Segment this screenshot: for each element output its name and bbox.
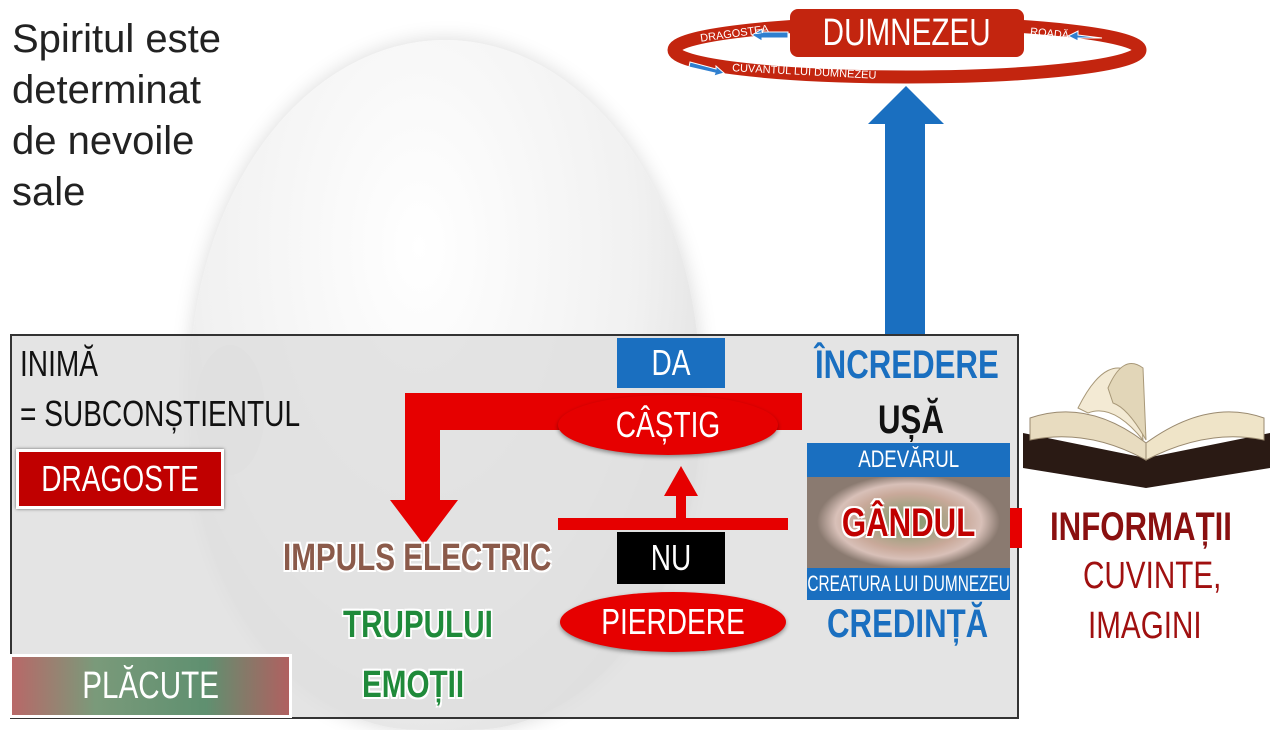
emotions-label: EMOȚII — [362, 664, 465, 706]
gain-ellipse: CÂȘTIG — [558, 395, 778, 455]
ring-arrow-right-icon — [1066, 30, 1103, 42]
body-label: TRUPULUI — [343, 604, 493, 646]
pleasant-box: PLĂCUTE — [9, 654, 292, 718]
god-title: DUMNEZEU — [823, 11, 991, 54]
god-box: DUMNEZEU — [790, 9, 1024, 57]
eye-panel: ADEVĂRUL GÂNDUL CREATURA LUI DUMNEZEU — [807, 443, 1010, 600]
red-divider — [558, 518, 788, 530]
trust-label: ÎNCREDERE — [815, 343, 999, 387]
heart-title: INIMĂ — [20, 343, 99, 384]
love-box: DRAGOSTE — [16, 449, 224, 509]
door-label: UȘĂ — [878, 398, 944, 442]
intro-line: sale — [12, 170, 86, 214]
loss-ellipse: PIERDERE — [560, 592, 786, 652]
truth-band: ADEVĂRUL — [807, 443, 1010, 477]
thought-label: GÂNDUL — [841, 500, 976, 545]
yes-box: DA — [617, 338, 725, 388]
book-illustration — [1023, 363, 1270, 488]
impulse-label: IMPULS ELECTRIC — [283, 537, 552, 579]
blue-up-arrow — [868, 86, 944, 334]
info-line2: IMAGINI — [1088, 605, 1202, 647]
intro-text: Spiritul este determinat de nevoile sale — [12, 14, 272, 218]
info-title: INFORMAȚII — [1050, 505, 1232, 549]
intro-line: Spiritul este — [12, 17, 221, 61]
ring-arrow-left-icon — [751, 28, 789, 42]
no-box: NU — [617, 532, 725, 584]
creature-band: CREATURA LUI DUMNEZEU — [807, 568, 1010, 600]
info-line1: CUVINTE, — [1083, 555, 1222, 597]
ring-arrow-bottom-icon — [688, 61, 726, 77]
heart-subtitle: = SUBCONȘTIENTUL — [20, 393, 301, 434]
faith-label: CREDINȚĂ — [827, 602, 989, 646]
intro-line: de nevoile — [12, 119, 195, 163]
intro-line: determinat — [12, 68, 201, 112]
red-up-arrow — [664, 466, 698, 518]
